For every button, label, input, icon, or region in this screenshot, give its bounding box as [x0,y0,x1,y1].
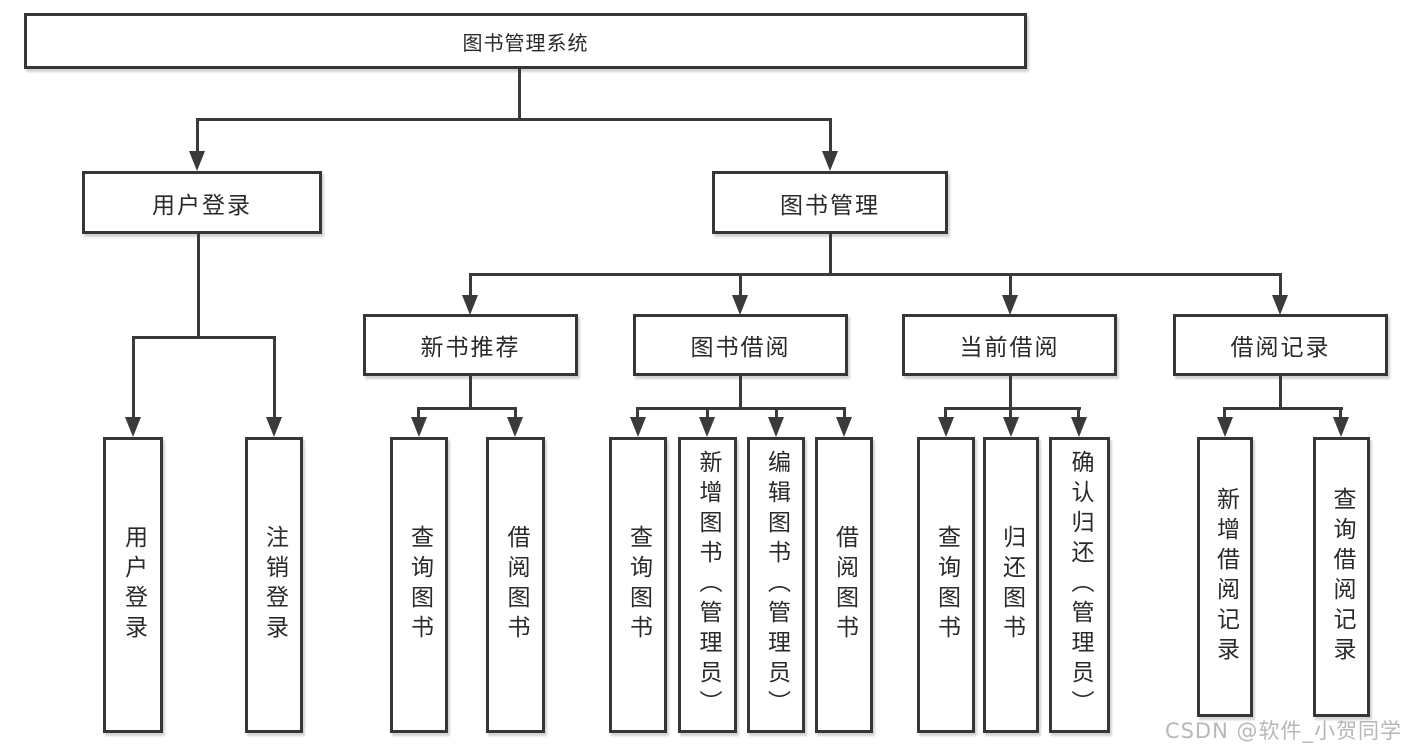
node-borrow-records-label: 借阅记录 [1230,335,1331,361]
arrowhead-icon [411,417,427,437]
leaf-add-borrow-record-label: 新增借阅记录 [1212,487,1239,667]
connector-line [197,234,200,336]
arrowhead-icon [1071,417,1087,437]
connector-line [273,336,276,418]
arrowhead-icon [125,417,141,437]
leaf-edit-books-admin: 编辑图书（管理员） [747,437,805,733]
connector-line [132,336,135,418]
node-root-label: 图书管理系统 [462,30,589,55]
connector-line [514,407,517,418]
arrowhead-icon [507,417,523,437]
connector-line [1009,376,1012,407]
connector-line [1077,407,1080,418]
leaf-add-books-admin-label: 新增图书（管理员） [695,450,721,720]
connector-line [417,407,517,410]
connector-line [944,407,1081,410]
node-current-borrow-label: 当前借阅 [959,335,1060,361]
connector-line [706,407,709,418]
node-root: 图书管理系统 [24,13,1027,69]
leaf-logout-label: 注销登录 [261,525,288,645]
connector-line [1009,273,1012,296]
leaf-borrow-books-label: 借阅图书 [831,525,858,645]
leaf-return-books-label: 归还图书 [998,525,1025,645]
leaf-borrow-books: 借阅图书 [815,437,873,733]
node-book-management-label: 图书管理 [780,192,880,219]
arrowhead-icon [1003,417,1019,437]
connector-line [196,118,832,121]
node-book-management: 图书管理 [712,171,948,234]
connector-line [636,407,846,410]
arrowhead-icon [630,417,646,437]
arrowhead-icon [836,417,852,437]
leaf-confirm-return-admin-label: 确认归还（管理员） [1067,450,1093,720]
connector-line [739,273,742,296]
connector-line [1223,407,1343,410]
arrowhead-icon [732,295,748,315]
node-user-login: 用户登录 [82,171,322,234]
connector-line [1279,376,1282,407]
connector-line [469,273,1282,276]
leaf-query-books-current: 查询图书 [917,437,975,733]
node-current-borrow: 当前借阅 [902,314,1117,376]
node-book-borrow: 图书借阅 [633,314,848,376]
leaf-user-login: 用户登录 [103,437,163,733]
leaf-query-books-current-label: 查询图书 [933,525,960,645]
connector-line [132,336,276,339]
leaf-return-books: 归还图书 [983,437,1039,733]
node-borrow-records: 借阅记录 [1173,314,1388,376]
connector-line [1279,273,1282,296]
node-new-book-recommend-label: 新书推荐 [420,335,521,361]
leaf-query-books-recommend: 查询图书 [390,437,448,733]
arrowhead-icon [1002,295,1018,315]
arrowhead-icon [1333,417,1349,437]
connector-line [1009,407,1012,418]
leaf-add-borrow-record: 新增借阅记录 [1197,437,1253,717]
arrowhead-icon [1217,417,1233,437]
leaf-logout: 注销登录 [245,437,303,733]
leaf-user-login-label: 用户登录 [120,525,147,645]
connector-line [469,273,472,296]
arrowhead-icon [462,295,478,315]
connector-line [196,118,199,152]
leaf-confirm-return-admin: 确认归还（管理员） [1049,437,1110,733]
connector-line [469,376,472,407]
connector-line [843,407,846,418]
arrowhead-icon [266,417,282,437]
connector-line [944,407,947,418]
leaf-query-books-borrow: 查询图书 [609,437,667,733]
connector-line [739,376,742,407]
node-book-borrow-label: 图书借阅 [690,335,791,361]
arrowhead-icon [822,151,838,171]
connector-line [518,69,521,118]
connector-line [417,407,420,418]
arrowhead-icon [938,417,954,437]
leaf-query-books-recommend-label: 查询图书 [406,525,433,645]
connector-line [829,118,832,152]
node-user-login-label: 用户登录 [152,192,252,219]
leaf-add-books-admin: 新增图书（管理员） [678,437,737,733]
leaf-edit-books-admin-label: 编辑图书（管理员） [763,450,790,720]
connector-line [829,234,832,273]
watermark: CSDN @软件_小贺同学 [1164,719,1402,743]
arrowhead-icon [768,417,784,437]
leaf-query-borrow-record-label: 查询借阅记录 [1329,487,1355,667]
leaf-query-books-borrow-label: 查询图书 [625,525,652,645]
arrowhead-icon [1272,295,1288,315]
arrowhead-icon [189,151,205,171]
leaf-query-borrow-record: 查询借阅记录 [1313,437,1370,717]
leaf-borrow-books-recommend: 借阅图书 [486,437,545,733]
leaf-borrow-books-recommend-label: 借阅图书 [503,525,529,645]
arrowhead-icon [699,417,715,437]
connector-line [636,407,639,418]
connector-line [1339,407,1342,418]
connector-line [1223,407,1226,418]
connector-line [775,407,778,418]
node-new-book-recommend: 新书推荐 [363,314,578,376]
